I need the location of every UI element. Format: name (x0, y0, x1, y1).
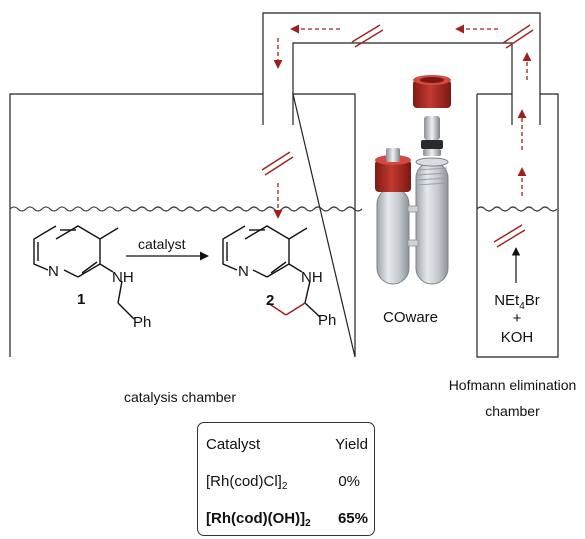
compound-1-number: 1 (77, 291, 85, 308)
compound-2-structure (222, 225, 321, 318)
hofmann-chamber-label-line2: chamber (485, 403, 540, 419)
compound-2-ph: Ph (318, 312, 336, 329)
table-cell-yield: 65% (337, 510, 368, 527)
table-cell-catalyst: [Rh(cod)Cl]2 (206, 473, 288, 492)
compound-2-pyridine-n: N (238, 263, 249, 280)
table-cell-catalyst: [Rh(cod)(OH)]2 (206, 510, 311, 529)
coware-label: COware (383, 309, 438, 326)
compound-1-ph: Ph (133, 314, 151, 331)
compound-2-nh: NH (301, 269, 323, 286)
catalysis-chamber-box (9, 93, 356, 358)
compound-2-number: 2 (266, 292, 274, 309)
ethylene-molecule-icons (261, 24, 534, 248)
reagent-koh: KOH (501, 329, 534, 346)
reagent-nEt4Br: NEt4Br (494, 292, 540, 312)
table-row: [Rh(cod)(OH)]2 65% (206, 510, 368, 529)
table-cell-yield: 0% (338, 473, 360, 490)
catalysis-chamber-label: catalysis chamber (123, 389, 237, 405)
compound-2-new-ethyl (267, 302, 306, 316)
table-header-yield: Yield (335, 436, 368, 453)
table-row: [Rh(cod)Cl]2 0% (206, 473, 368, 492)
compound-1-nh: NH (112, 269, 134, 286)
coware-vessel-illustration (375, 75, 451, 285)
compound-1-pyridine-n: N (48, 263, 59, 280)
solvent-surface-catalysis (9, 206, 363, 212)
table-header-row: Catalyst Yield (206, 436, 368, 453)
catalyst-yield-table: Catalyst Yield [Rh(cod)Cl]2 0% [Rh(cod)(… (197, 422, 375, 536)
solution-surface-hofmann (476, 206, 558, 212)
gas-transfer-tube (262, 12, 541, 125)
reaction-arrow-label: catalyst (138, 236, 186, 252)
ethylene-flow-arrows (273, 24, 532, 219)
reagent-plus: + (513, 310, 522, 327)
compound-1-structure (33, 225, 135, 320)
hofmann-chamber-box (476, 93, 559, 358)
hofmann-chamber-label-line1: Hofmann elimination (448, 377, 577, 393)
table-header-catalyst: Catalyst (206, 436, 261, 453)
